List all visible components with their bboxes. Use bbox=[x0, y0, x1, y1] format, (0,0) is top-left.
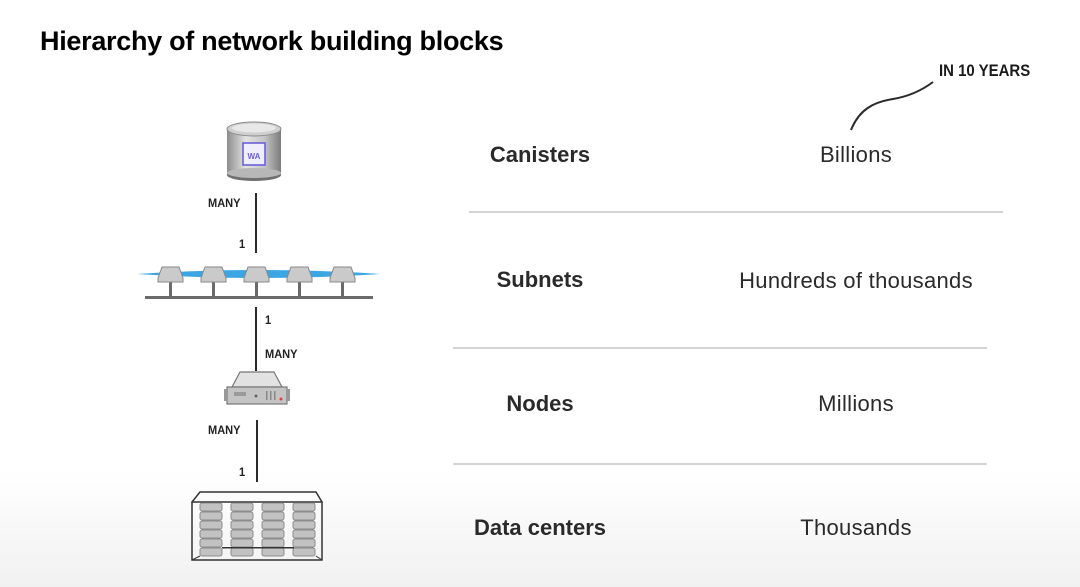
canister-badge-text: WA bbox=[248, 152, 261, 161]
rack-server bbox=[292, 547, 316, 557]
relation-lower-label: 1 bbox=[239, 465, 246, 479]
rack-server bbox=[230, 538, 254, 548]
relation-lower-label: 1 bbox=[239, 237, 246, 251]
relation-upper-label: MANY bbox=[208, 196, 241, 210]
relation-upper-label: 1 bbox=[265, 313, 272, 327]
rack-server bbox=[292, 511, 316, 521]
annotation-curve bbox=[850, 81, 934, 131]
data-center-icon bbox=[191, 491, 323, 561]
row-divider bbox=[469, 211, 1003, 213]
row-count-canisters: Billions bbox=[819, 142, 893, 167]
rack-server bbox=[292, 502, 316, 512]
rack-server bbox=[230, 547, 254, 557]
rack-server bbox=[230, 520, 254, 530]
rack-server bbox=[261, 502, 285, 512]
rack-server bbox=[199, 502, 223, 512]
rack-connector bbox=[222, 547, 294, 549]
row-divider bbox=[453, 347, 987, 349]
connector-node-datacenter bbox=[256, 420, 258, 482]
canister-icon: WA bbox=[226, 121, 282, 181]
rack-server bbox=[199, 520, 223, 530]
rack-server bbox=[199, 547, 223, 557]
connector-canister-subnet bbox=[255, 193, 257, 253]
rack-server bbox=[261, 547, 285, 557]
row-name-nodes: Nodes bbox=[506, 391, 574, 416]
rack-server bbox=[230, 502, 254, 512]
page-title: Hierarchy of network building blocks bbox=[40, 26, 504, 56]
rack-server bbox=[292, 538, 316, 548]
rack-server bbox=[199, 529, 223, 539]
rack-server bbox=[292, 529, 316, 539]
row-divider bbox=[453, 463, 987, 465]
rack-server bbox=[199, 538, 223, 548]
row-count-nodes: Millions bbox=[818, 391, 894, 416]
subnet-nodes bbox=[157, 266, 356, 297]
row-count-subnets: Hundreds of thousands bbox=[739, 268, 973, 293]
row-name-data-centers: Data centers bbox=[473, 515, 607, 540]
rack-server bbox=[292, 520, 316, 530]
rack-server bbox=[261, 529, 285, 539]
relation-upper-label: MANY bbox=[208, 423, 241, 437]
row-name-subnets: Subnets bbox=[496, 267, 584, 292]
connector-subnet-node bbox=[255, 307, 257, 371]
rack-server bbox=[261, 520, 285, 530]
rack-server bbox=[261, 511, 285, 521]
row-count-data-centers: Thousands bbox=[800, 515, 912, 540]
row-name-canisters: Canisters bbox=[489, 142, 591, 167]
rack-server bbox=[261, 538, 285, 548]
relation-lower-label: MANY bbox=[265, 347, 298, 361]
annotation-label: IN 10 YEARS bbox=[939, 61, 1031, 80]
rack-server bbox=[230, 529, 254, 539]
rack-server bbox=[230, 511, 254, 521]
subnet-icon bbox=[137, 266, 381, 299]
node-server-icon bbox=[224, 371, 290, 405]
rack-server bbox=[199, 511, 223, 521]
